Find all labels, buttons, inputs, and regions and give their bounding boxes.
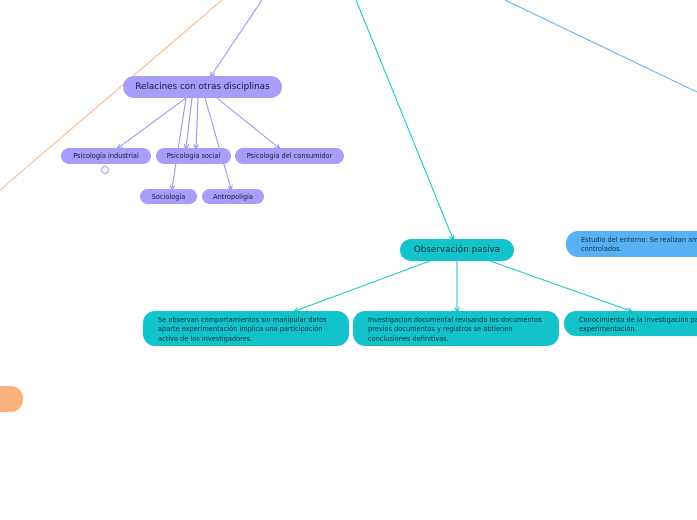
purple-connector [216,97,279,148]
purple-connector [204,97,231,189]
purple-connector [172,97,187,189]
purple-connector [211,0,263,76]
collapse-circle-icon[interactable] [101,166,109,174]
node-psicologia-consumidor[interactable]: Psicología del consumidor [235,148,344,164]
node-relaciones[interactable]: Relacines con otras disciplinas [123,76,282,98]
node-investigacion-documental[interactable]: Investigacion documental revisando los d… [353,311,559,346]
node-estudio-entorno[interactable]: Estudio del entorno: Se realizan am cont… [566,231,697,257]
node-psicologia-industrial[interactable]: Psicología industrial [61,148,151,164]
node-observacion-pasiva[interactable]: Observación pasiva [400,239,514,261]
purple-connector [196,97,198,148]
purple-connector [118,97,187,148]
node-antropologia[interactable]: Antropoligía [202,189,264,204]
blue-connector [504,0,697,93]
node-comportamientos[interactable]: Se observan comportamientos sin manipula… [143,311,349,346]
teal-connector [355,0,453,239]
orange-connector [0,0,223,191]
node-psicologia-social[interactable]: Psicología social [156,148,231,164]
teal-connector [295,260,431,311]
node-sociologia[interactable]: Sociología [140,189,197,204]
purple-connector [186,97,193,148]
node-conocimiento[interactable]: Conocimiento de la investigación pa expe… [564,311,697,336]
orange-topic-node[interactable] [0,386,23,412]
teal-connector [489,260,631,311]
